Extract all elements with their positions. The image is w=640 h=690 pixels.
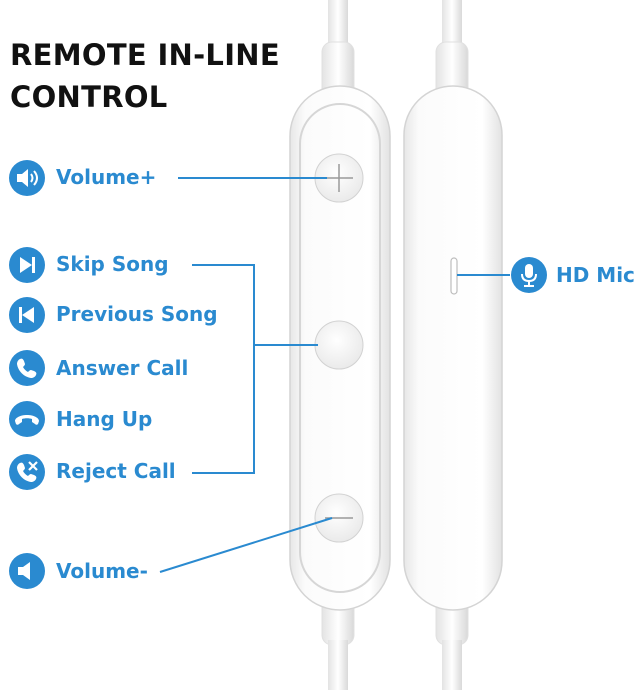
- label-reject-call: Reject Call: [56, 459, 176, 483]
- microphone-icon: [511, 257, 547, 293]
- speaker-low-icon: [9, 553, 45, 589]
- connector-lines: [159, 177, 510, 573]
- phone-icon: [9, 350, 45, 386]
- label-hang-up: Hang Up: [56, 407, 153, 431]
- label-previous-song: Previous Song: [56, 302, 218, 326]
- hang-up-icon: [9, 401, 45, 437]
- skip-previous-icon: [9, 297, 45, 333]
- page-title: REMOTE IN-LINE CONTROL: [10, 34, 280, 118]
- label-answer-call: Answer Call: [56, 356, 189, 380]
- volume-down-button: [314, 493, 364, 543]
- title-line-2: CONTROL: [10, 80, 168, 114]
- remote-back: [403, 85, 503, 611]
- title-line-1: REMOTE IN-LINE: [10, 38, 280, 72]
- multifunction-button: [314, 320, 364, 370]
- skip-next-icon: [9, 247, 45, 283]
- label-volume-up: Volume+: [56, 165, 157, 189]
- label-hd-mic: HD Mic: [556, 263, 635, 287]
- reject-call-icon: [9, 454, 45, 490]
- label-volume-down: Volume-: [56, 559, 148, 583]
- label-skip-song: Skip Song: [56, 252, 169, 276]
- speaker-loud-icon: [9, 160, 45, 196]
